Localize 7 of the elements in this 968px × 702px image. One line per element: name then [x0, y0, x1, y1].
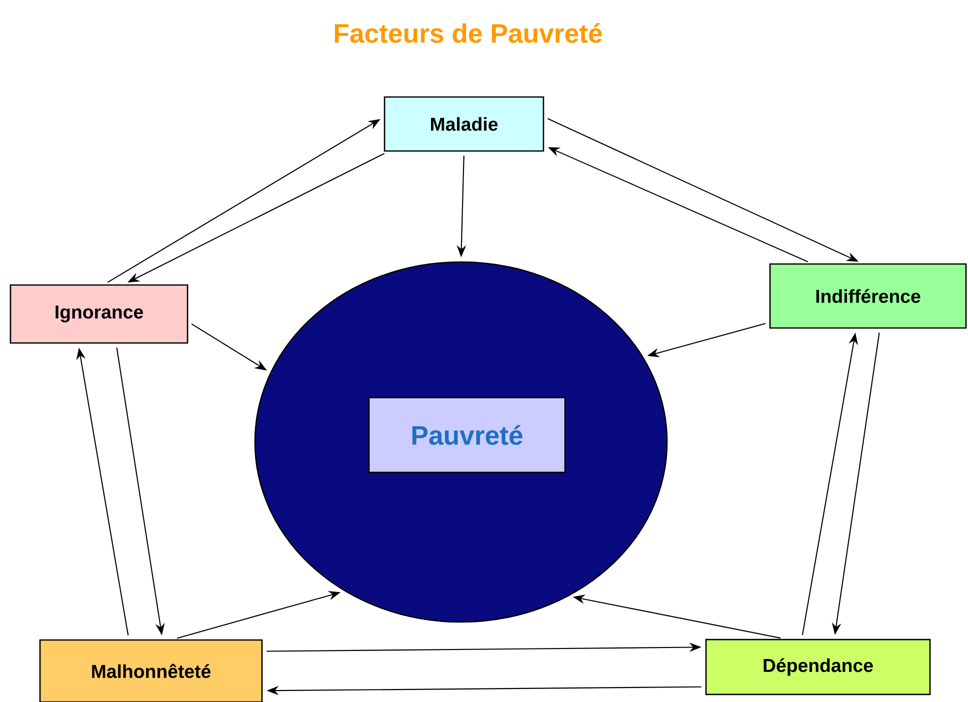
factor-box: Indifférence	[769, 263, 967, 329]
factor-box: Ignorance	[10, 284, 188, 344]
title: Facteurs de Pauvreté	[334, 23, 602, 43]
factor-box: Maladie	[384, 96, 544, 152]
factor-box: Dépendance	[705, 638, 931, 696]
center-box: Pauvreté	[368, 396, 566, 474]
factor-box: Malhonnêteté	[39, 639, 263, 702]
